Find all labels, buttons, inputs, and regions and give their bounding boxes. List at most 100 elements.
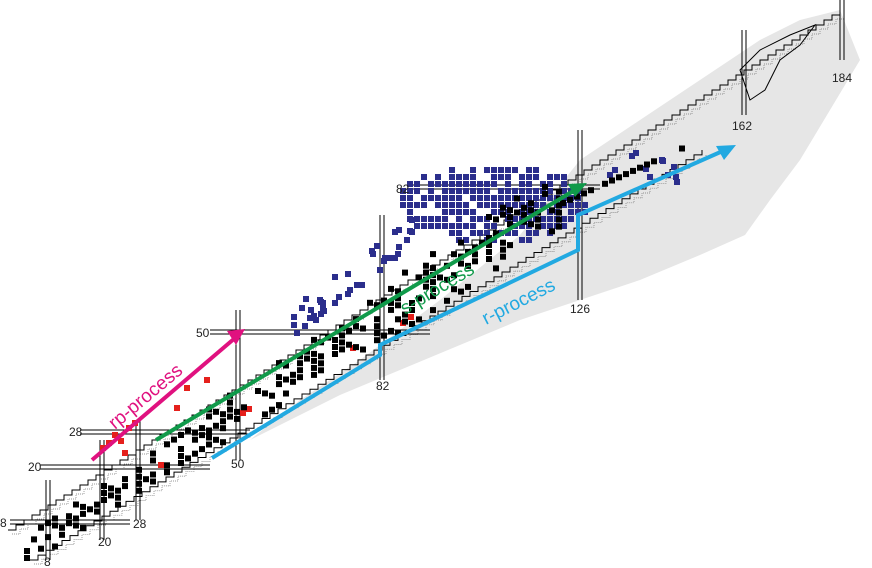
blue-cell xyxy=(332,300,338,306)
stable-cell xyxy=(409,307,415,313)
stable-cell xyxy=(213,408,219,415)
stable-cell xyxy=(136,473,142,480)
stable-cell xyxy=(318,353,324,360)
blue-cell xyxy=(359,282,365,288)
stable-cell xyxy=(402,311,408,318)
stable-cell xyxy=(528,207,534,214)
blue-cell xyxy=(449,209,455,215)
blue-cell xyxy=(428,181,434,187)
stable-cell xyxy=(66,520,72,527)
blue-cell xyxy=(505,230,511,236)
red-cell xyxy=(184,385,190,391)
blue-cell xyxy=(477,195,483,201)
blue-cell xyxy=(671,164,677,170)
blue-cell xyxy=(526,188,532,194)
blue-cell xyxy=(526,237,532,243)
stable-cell xyxy=(178,432,184,438)
blue-cell xyxy=(318,311,324,317)
blue-cell xyxy=(491,174,497,180)
blue-cell xyxy=(533,195,539,201)
blue-cell xyxy=(345,271,351,277)
blue-cell xyxy=(421,195,427,201)
stable-cell xyxy=(297,374,303,381)
stable-cell xyxy=(255,388,261,394)
blue-cell xyxy=(463,209,469,215)
stable-cell xyxy=(346,341,352,348)
stable-cell xyxy=(339,332,345,339)
stable-cell xyxy=(150,478,156,485)
blue-cell xyxy=(470,223,476,229)
blue-cell xyxy=(400,188,406,194)
blue-cell xyxy=(381,258,387,264)
neutron-magic-label-28: 28 xyxy=(133,517,147,531)
stable-cell xyxy=(178,446,184,452)
stable-cell xyxy=(220,425,226,432)
blue-cell xyxy=(313,317,319,323)
superheavy-outline xyxy=(739,23,817,101)
stable-cell xyxy=(353,344,359,351)
blue-cell xyxy=(449,181,455,187)
stable-cell xyxy=(521,211,527,218)
stable-cell xyxy=(514,195,520,202)
stable-cell xyxy=(283,376,289,383)
stable-cell xyxy=(73,515,79,522)
stable-cell xyxy=(500,253,506,260)
blue-cell xyxy=(428,223,434,229)
blue-cell xyxy=(463,202,469,208)
blue-cell xyxy=(407,209,413,215)
blue-cell xyxy=(400,195,406,201)
blue-cell xyxy=(456,181,462,187)
blue-cell xyxy=(299,305,305,311)
blue-cell xyxy=(540,216,546,222)
blue-cell xyxy=(377,267,383,273)
blue-cell xyxy=(477,181,483,187)
stable-cell xyxy=(115,494,121,501)
stable-cell xyxy=(416,274,422,281)
blue-cell xyxy=(561,223,567,229)
blue-cell xyxy=(582,202,588,208)
blue-cell xyxy=(568,216,574,222)
stable-cell xyxy=(374,302,380,309)
blue-cell xyxy=(456,195,462,201)
red-cell xyxy=(158,462,164,468)
stable-cell xyxy=(360,325,366,332)
s-process-arrowhead xyxy=(568,183,587,197)
blue-cell xyxy=(456,202,462,208)
stable-cell xyxy=(59,524,65,531)
stable-cell xyxy=(101,490,107,496)
stable-cell xyxy=(220,418,226,425)
proton-magic-label-8: 8 xyxy=(0,516,7,530)
blue-cell xyxy=(421,202,427,208)
blue-cell xyxy=(491,209,497,215)
blue-cell xyxy=(407,195,413,201)
stable-cell xyxy=(388,299,394,306)
stable-cell xyxy=(80,524,86,531)
blue-cell xyxy=(407,188,413,194)
stable-cell xyxy=(199,425,205,432)
stable-cell xyxy=(143,476,149,483)
stable-cell xyxy=(556,209,562,216)
blue-cell xyxy=(456,174,462,180)
blue-cell xyxy=(484,202,490,208)
blue-cell xyxy=(512,216,518,222)
blue-cell xyxy=(449,202,455,208)
stable-cell xyxy=(276,381,282,388)
stable-cell xyxy=(164,441,170,448)
red-cell xyxy=(118,438,124,444)
stable-cell xyxy=(150,450,156,457)
stable-cell xyxy=(318,367,324,374)
stable-cell xyxy=(332,344,338,350)
blue-cell xyxy=(575,209,581,215)
stable-cell xyxy=(178,453,184,459)
blue-cell xyxy=(409,229,415,235)
blue-cell xyxy=(336,294,342,300)
stable-cell xyxy=(318,360,324,367)
blue-cell xyxy=(442,181,448,187)
blue-cell xyxy=(498,167,504,173)
blue-cell xyxy=(484,195,490,201)
stable-cell xyxy=(276,402,282,409)
red-cell xyxy=(240,410,246,416)
blue-cell xyxy=(647,174,653,180)
stable-cell xyxy=(374,323,380,330)
blue-cell xyxy=(547,174,553,180)
